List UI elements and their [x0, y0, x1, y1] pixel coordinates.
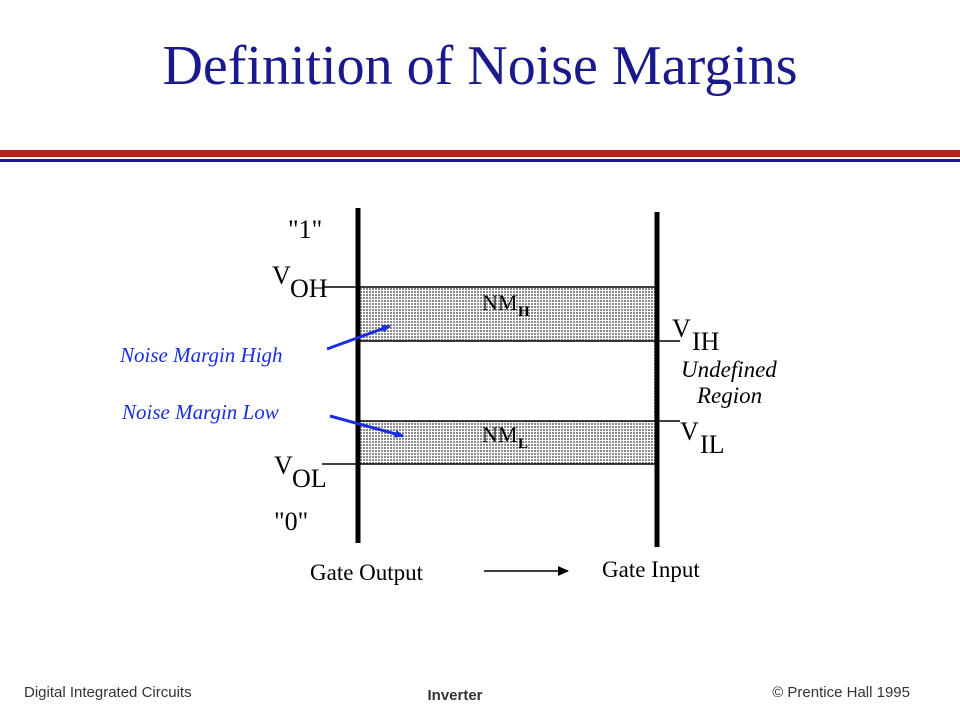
- vol-label-sub: OL: [292, 464, 327, 493]
- noise-margin-low-label: Noise Margin Low: [121, 400, 279, 424]
- vih-label-v: V: [672, 314, 691, 343]
- undefined-region-label-line2: Region: [696, 383, 762, 408]
- gate-input-label: Gate Input: [602, 557, 700, 582]
- footer-chapter: Inverter: [427, 687, 483, 704]
- vih-label-sub: IH: [692, 327, 720, 356]
- noise-margin-high-label: Noise Margin High: [119, 343, 283, 367]
- nmh-label-sub: H: [518, 304, 530, 320]
- footer-copyright: © Prentice Hall 1995: [772, 684, 910, 701]
- footer-course: Digital Integrated Circuits: [24, 684, 192, 701]
- nml-label-sub: L: [518, 436, 528, 452]
- noise-margin-low-arrow: [329, 414, 404, 438]
- nmh-label-main: NM: [482, 290, 517, 315]
- nml-label-main: NM: [482, 422, 517, 447]
- gate-output-label: Gate Output: [310, 560, 424, 585]
- voh-label-sub: OH: [290, 274, 328, 303]
- title-rule-red: [0, 150, 960, 157]
- title-rule-blue: [0, 159, 960, 162]
- logic-one-label: "1": [288, 215, 322, 244]
- voh-label-v: V: [272, 261, 291, 290]
- vol-label-v: V: [274, 451, 293, 480]
- vil-label-v: V: [680, 417, 699, 446]
- slide-title: Definition of Noise Margins: [162, 35, 798, 97]
- noise-margin-high-arrow: [326, 324, 391, 351]
- logic-zero-label: "0": [274, 507, 308, 536]
- nm-high-region: [358, 287, 655, 341]
- undefined-region-label-line1: Undefined: [681, 357, 777, 382]
- nm-low-region: [358, 421, 655, 464]
- vil-label-sub: IL: [700, 430, 725, 459]
